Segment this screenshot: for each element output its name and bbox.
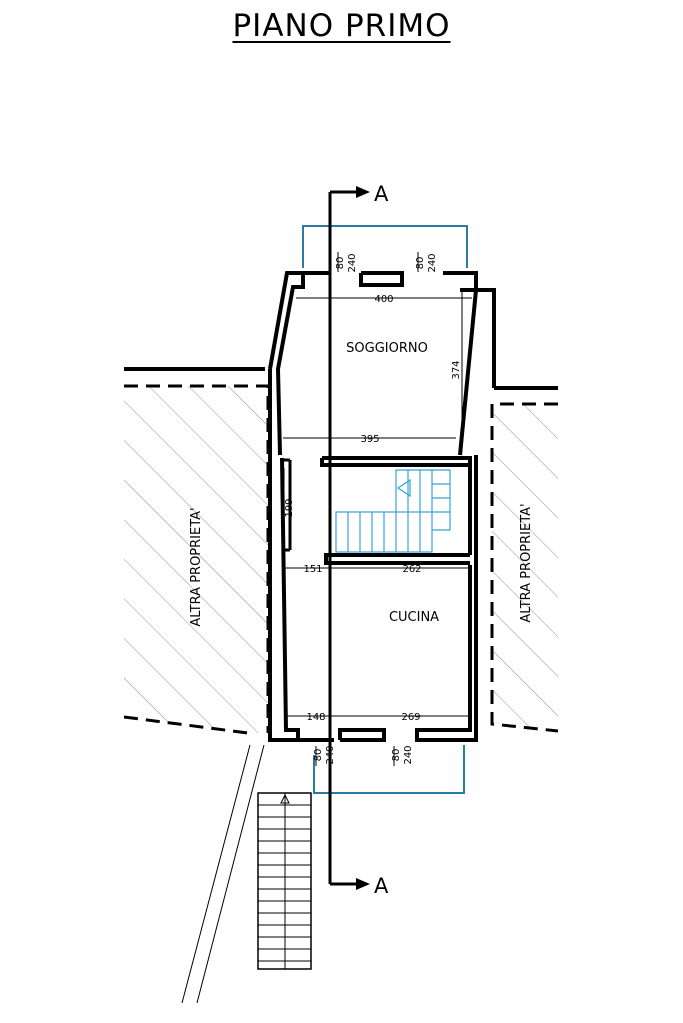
room-label-other-right: ALTRA PROPRIETA'	[519, 503, 534, 622]
dim-mid-right: 262	[402, 564, 421, 575]
dim-top-window-right-w: 80	[415, 257, 426, 270]
dimension-lines	[283, 252, 472, 766]
dim-living-bottom: 395	[360, 434, 379, 445]
inner-walls	[282, 456, 472, 565]
dim-bottom-window-left-w: 80	[313, 749, 324, 762]
room-label-other-left: ALTRA PROPRIETA'	[189, 507, 204, 626]
external-stairs	[181, 744, 312, 1004]
dim-top-window-left-w: 80	[335, 257, 346, 270]
right-other-property	[490, 386, 559, 733]
room-label-soggiorno: SOGGIORNO	[346, 341, 428, 356]
internal-stairs	[335, 469, 451, 553]
section-label-top: A	[374, 182, 389, 206]
dim-bottom-window-right-w: 80	[391, 749, 402, 762]
dim-mid-left: 151	[303, 564, 322, 575]
dim-living-top: 400	[374, 294, 393, 305]
dim-living-depth: 374	[451, 360, 462, 379]
dim-bottom-right: 269	[401, 712, 420, 723]
dim-bottom-window-left-h: 240	[325, 745, 336, 764]
section-label-bottom: A	[374, 874, 389, 898]
dim-bottom-window-right-h: 240	[403, 745, 414, 764]
page-title: PIANO PRIMO	[232, 8, 451, 44]
outer-walls	[268, 271, 496, 742]
dim-hall-depth: 199	[284, 498, 295, 517]
dim-top-window-right-h: 240	[427, 253, 438, 272]
room-label-cucina: CUCINA	[389, 610, 439, 625]
section-line	[328, 186, 370, 890]
bottom-balcony	[313, 745, 465, 794]
dim-bottom-left: 148	[306, 712, 325, 723]
top-balcony	[302, 225, 468, 268]
dim-top-window-left-h: 240	[347, 253, 358, 272]
